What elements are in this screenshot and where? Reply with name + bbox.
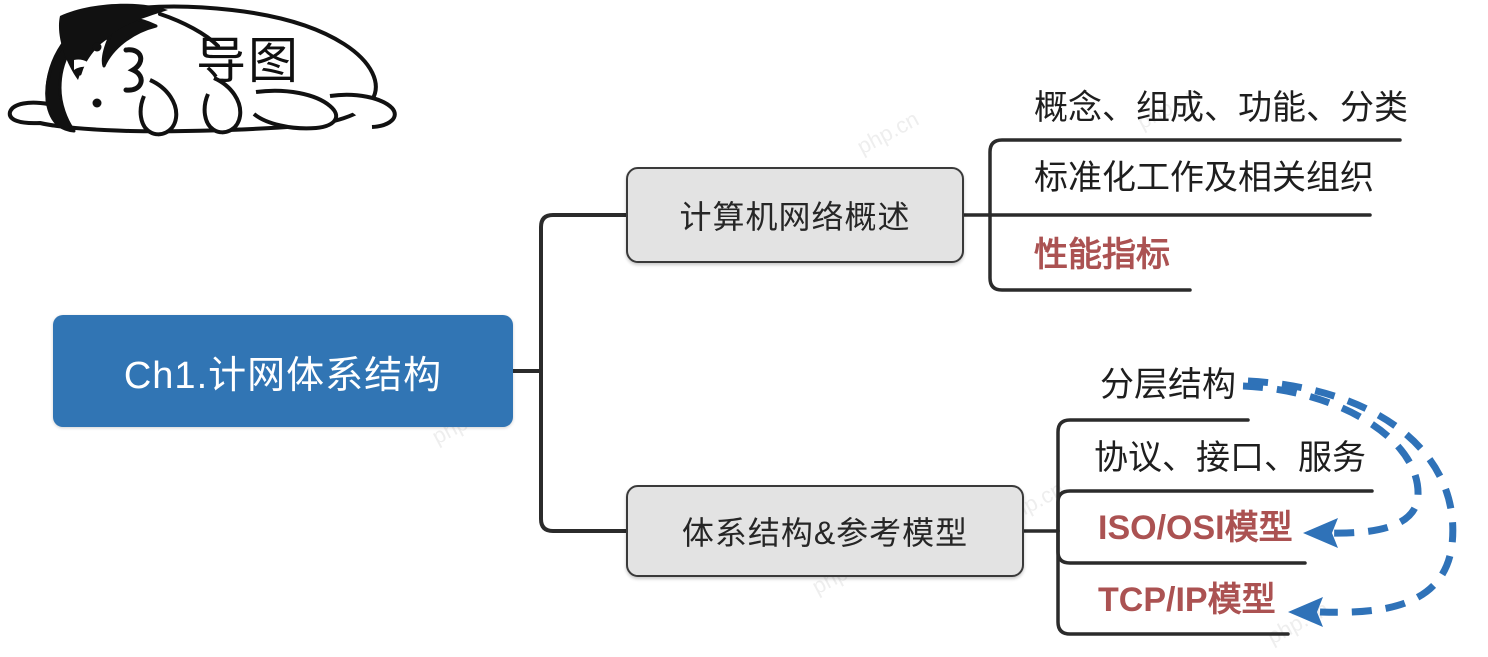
leaf-layered-structure[interactable]: 分层结构: [1100, 366, 1236, 404]
cat-second-paw: [202, 76, 243, 135]
cat-mouth: [123, 47, 144, 93]
cat-cheek-highlight: [74, 59, 94, 70]
connector-branch-2-leaf-3: [1056, 529, 1290, 636]
cat-front-paw: [138, 78, 179, 137]
root-node[interactable]: Ch1.计网体系结构: [53, 315, 513, 427]
connector-root-to-branch-1: [539, 213, 628, 373]
lying-cat-doodle-svg: [7, 3, 397, 137]
page-title: 导图: [196, 32, 300, 90]
leaf-standardization-and-organizations[interactable]: 标准化工作及相关组织: [1034, 159, 1374, 197]
connector-branch-1-leaf-2: [988, 213, 1192, 292]
cat-eye-left: [92, 42, 102, 52]
connector-branch-2-leaf-0: [1056, 418, 1250, 533]
leaf-protocol-interface-service[interactable]: 协议、接口、服务: [1094, 439, 1366, 477]
cat-back-line: [158, 12, 220, 48]
arrowhead-iso-osi: [1303, 518, 1338, 548]
root-node-label: Ch1.计网体系结构: [123, 354, 443, 397]
cat-eye-right: [92, 98, 102, 108]
connector-root-to-branch-2: [539, 369, 628, 533]
leaf-tcp-ip-model[interactable]: TCP/IP模型: [1098, 581, 1276, 619]
cat-hind-leg: [252, 88, 339, 131]
leaf-iso-osi-model[interactable]: ISO/OSI模型: [1098, 509, 1293, 547]
branch-node-label: 计算机网络概述: [679, 199, 911, 235]
arrow-layering-to-iso-osi-path: [1242, 382, 1422, 537]
lying-cat-doodle: 导图: [0, 0, 410, 150]
arrow-layering-to-tcp-ip-path: [1247, 377, 1457, 616]
connector-branch-2-leaf-1: [1056, 489, 1374, 533]
arrowhead-tcp-ip: [1288, 597, 1323, 627]
branch-node-architecture-reference-model[interactable]: 体系结构&参考模型: [626, 485, 1024, 577]
cat-tail: [329, 92, 397, 129]
leaf-performance-metrics[interactable]: 性能指标: [1034, 236, 1170, 274]
branch-node-label: 体系结构&参考模型: [681, 515, 969, 551]
leaf-concept-composition-function-classification[interactable]: 概念、组成、功能、分类: [1034, 89, 1408, 127]
branch-node-computer-network-overview[interactable]: 计算机网络概述: [626, 167, 964, 263]
cat-ear: [58, 3, 169, 80]
connector-branch-1-leaf-0: [988, 138, 1402, 217]
